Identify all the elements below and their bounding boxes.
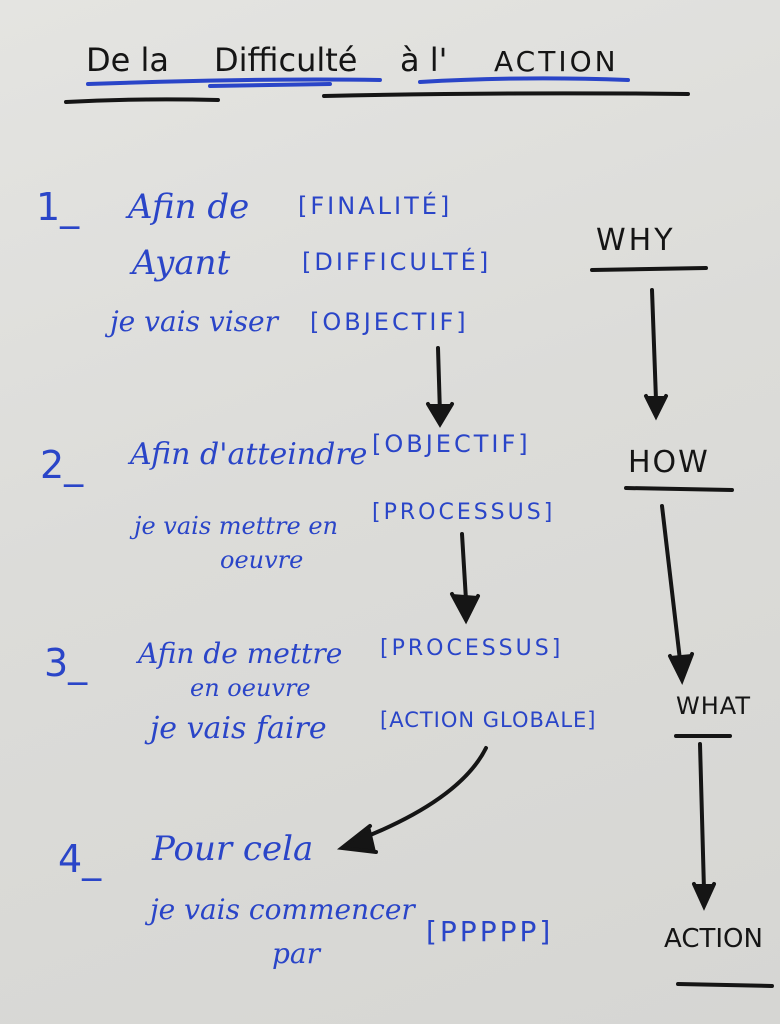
how-underline [624,486,734,492]
step-1-line-2: Ayant [132,243,231,283]
step-2-line-3: oeuvre [220,546,304,574]
step-3-number: 3_ [44,641,88,685]
arrow-how-to-what [660,504,694,685]
title-underline-black-left [64,97,220,104]
label-action: ACTION [664,924,763,954]
step-3-line-1: Afin de mettre [138,637,343,670]
label-why: WHY [596,223,676,258]
title-part-1: De la [86,41,169,79]
label-how: HOW [628,445,710,480]
step-3-tag-1: [PROCESSUS] [380,636,564,661]
step-4-line-3: par [272,937,321,970]
step-1-number: 1_ [36,185,80,229]
step-2-tag-1: [OBJECTIF] [372,430,531,458]
arrow-why-to-how [644,288,668,421]
step-3-tag-3: [ACTION GLOBALE] [380,708,597,732]
step-3-line-3: je vais faire [150,711,327,746]
title-part-2: Difficulté [214,41,358,79]
step-1-tag-2: [DIFFICULTÉ] [302,248,492,276]
arrow-objectif-to-step-2 [426,346,454,428]
step-4-line-1: Pour cela [152,829,314,869]
step-1-tag-1: [FINALITÉ] [298,192,453,220]
arrow-processus-to-step-3 [450,532,480,625]
step-1-line-3: je vais viser [110,305,278,338]
arrow-action-globale-to-step-4 [336,746,488,854]
step-4-line-2: je vais commencer [150,893,415,926]
step-2-number: 2_ [40,443,84,487]
action-underline [676,982,774,988]
title-underline-black-right [322,91,690,98]
title-part-3: à l' [400,41,448,79]
step-1-line-1: Afin de [128,187,250,227]
step-2-tag-2: [PROCESSUS] [372,500,556,525]
step-4-tag-2: [PPPPP] [426,915,554,948]
arrow-what-to-action [692,742,716,911]
step-1-tag-3: [OBJECTIF] [310,308,469,336]
step-3-line-2: en oeuvre [190,674,311,702]
title-part-4: ACTION [494,45,619,78]
step-2-line-1: Afin d'atteindre [130,437,368,472]
step-2-line-2: je vais mettre en [134,512,338,540]
why-underline [590,266,708,272]
step-4-number: 4_ [58,837,102,881]
label-what: WHAT [676,692,751,720]
title-underline-blue [86,76,630,88]
